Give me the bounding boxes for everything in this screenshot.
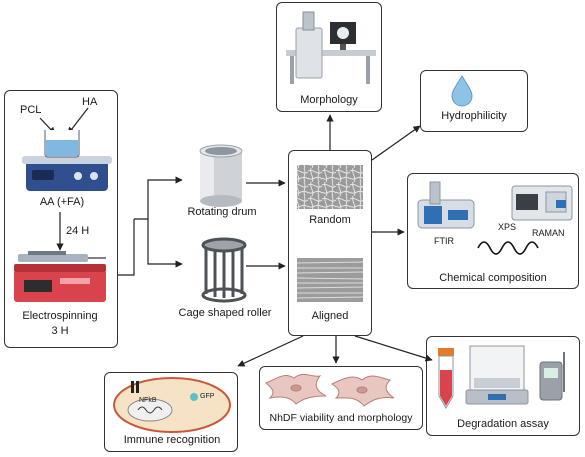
ftir-instrument-icon bbox=[417, 181, 475, 229]
time-24h-label: 24 H bbox=[66, 225, 90, 237]
nhdf-label: NhDF viability and morphology bbox=[269, 412, 413, 424]
aligned-label: Aligned bbox=[311, 310, 349, 322]
nfkb-label: NFkB bbox=[139, 397, 157, 404]
xps-label: XPS bbox=[498, 222, 517, 232]
hydrophilicity-label: Hydrophilicity bbox=[441, 110, 507, 122]
hotplate-stirrer-icon bbox=[22, 130, 112, 191]
immune-cell-icon bbox=[113, 377, 231, 433]
raman-label: RAMAN bbox=[532, 228, 565, 238]
solvent-label: AA (+FA) bbox=[39, 196, 85, 208]
flow-arrows bbox=[39, 107, 433, 367]
cage-roller-label: Cage shaped roller bbox=[178, 307, 272, 319]
time-3h-label: 3 H bbox=[51, 325, 69, 337]
cage-roller-icon bbox=[201, 237, 247, 303]
rotating-drum-icon bbox=[199, 144, 243, 207]
gfp-label: GFP bbox=[200, 393, 215, 400]
fibroblast-cells-icon bbox=[265, 373, 395, 407]
random-fibers-image bbox=[297, 165, 363, 209]
sample-tube-icon bbox=[438, 348, 454, 409]
immune-recognition-label: Immune recognition bbox=[123, 434, 221, 446]
electrospinning-device-icon bbox=[14, 251, 106, 302]
rotating-drum-label: Rotating drum bbox=[187, 206, 257, 218]
morphology-label: Morphology bbox=[300, 94, 358, 106]
hydrophilicity-box bbox=[420, 70, 528, 132]
ph-meter-icon bbox=[539, 352, 565, 401]
chemical-composition-label: Chemical composition bbox=[439, 272, 547, 284]
degradation-label: Degradation assay bbox=[457, 418, 549, 430]
electrospinning-label: Electrospinning bbox=[22, 310, 98, 322]
raman-instrument-icon bbox=[511, 185, 573, 221]
water-drop-icon bbox=[451, 75, 473, 107]
ha-label: HA bbox=[82, 96, 98, 108]
sem-microscope-icon bbox=[286, 11, 376, 84]
ftir-label: FTIR bbox=[434, 236, 454, 246]
xps-spectrum-icon bbox=[477, 241, 539, 255]
random-label: Random bbox=[309, 214, 351, 226]
pcl-label: PCL bbox=[20, 104, 42, 116]
analytical-balance-icon bbox=[465, 345, 529, 405]
aligned-fibers-image bbox=[296, 258, 364, 302]
